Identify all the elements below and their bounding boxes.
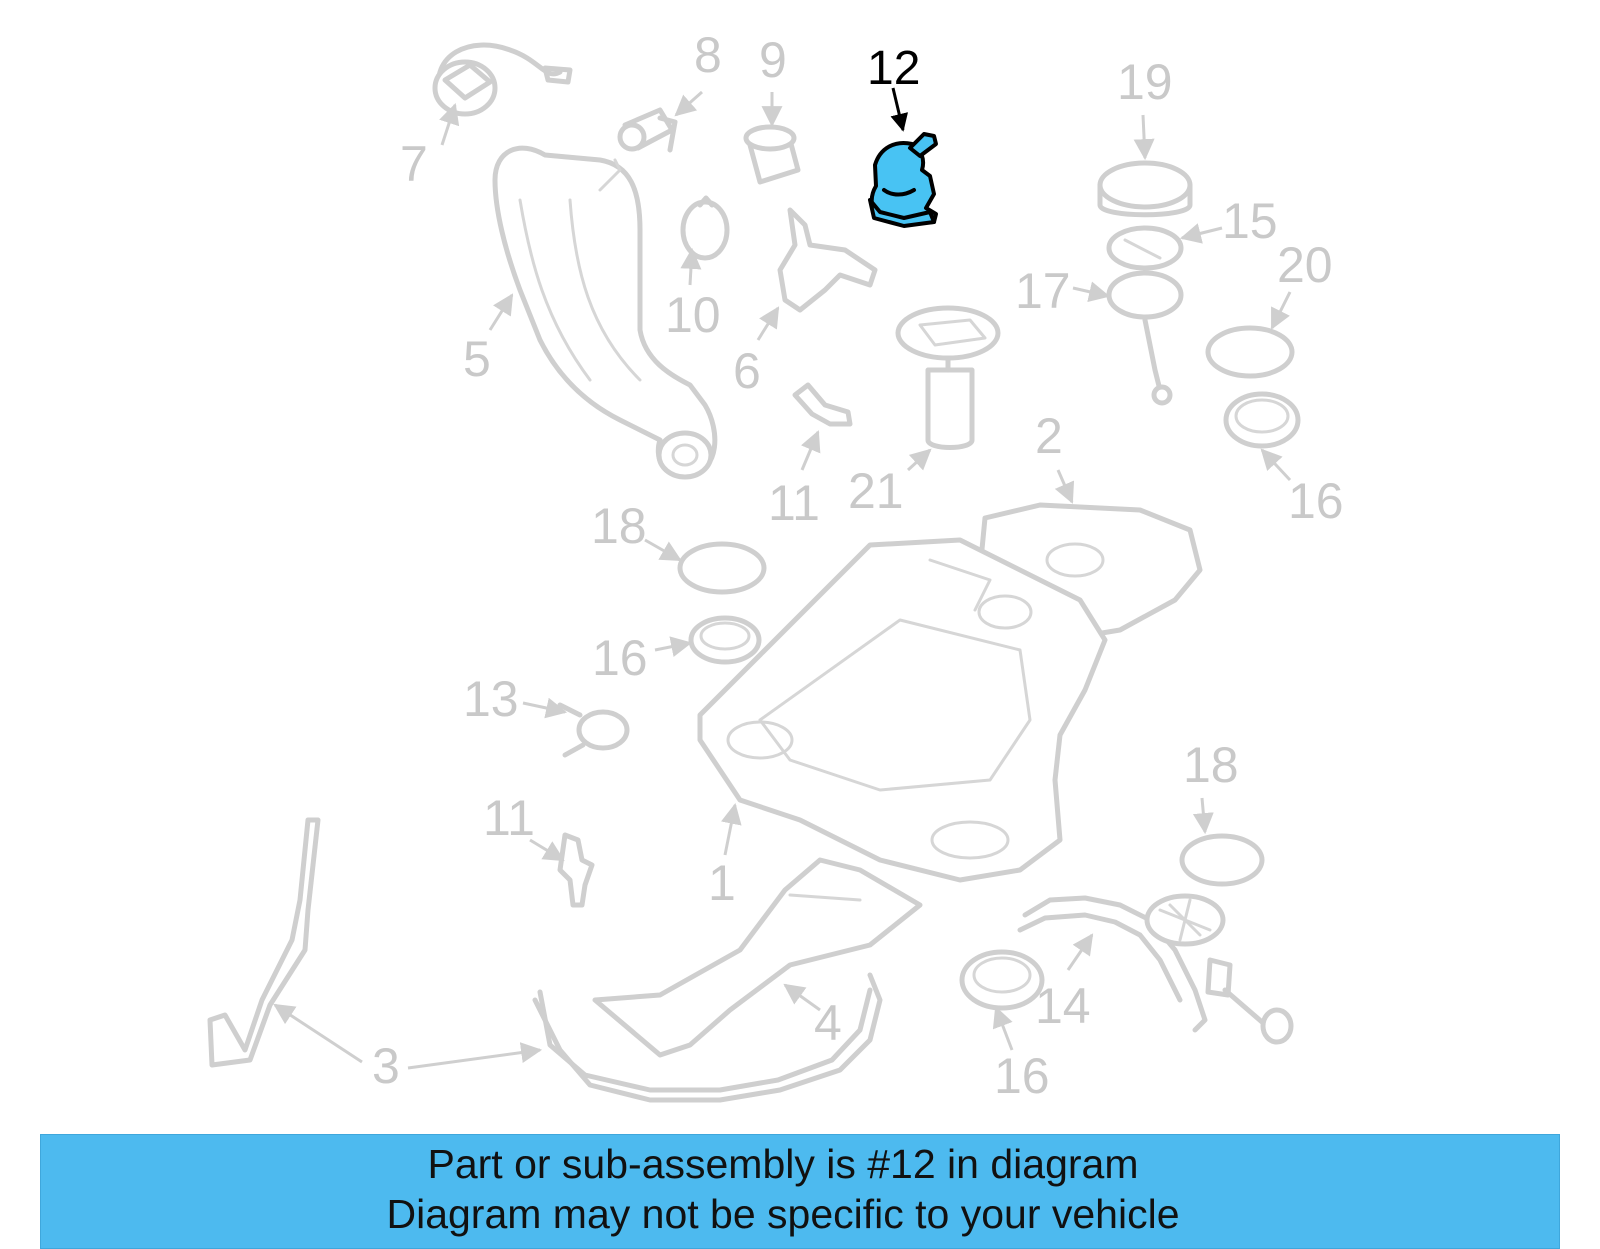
callout-16-bottom: 16 [994, 1048, 1050, 1104]
callout-11-lower: 11 [483, 790, 535, 846]
part-sensor-13 [557, 702, 630, 758]
callout-16-right: 16 [1288, 473, 1344, 529]
callout-19: 19 [1117, 54, 1173, 110]
callout-6: 6 [733, 343, 761, 399]
callout-14: 14 [1035, 978, 1091, 1034]
callout-10: 10 [665, 287, 721, 343]
part-grommet-10 [680, 195, 730, 261]
callout-20: 20 [1277, 237, 1333, 293]
part-ring-20 [1205, 325, 1295, 379]
part-12-highlighted [868, 132, 938, 228]
callout-13: 13 [463, 671, 519, 727]
banner-line-part-number: Part or sub-assembly is #12 in diagram [427, 1141, 1139, 1187]
leader-12 [890, 87, 909, 132]
part-valve-11-upper [792, 382, 853, 427]
callout-9: 9 [759, 32, 787, 88]
part-seal-15 [1106, 225, 1184, 271]
part-seal-16-bottom [959, 949, 1045, 1011]
part-seal-16-left [688, 615, 762, 665]
callout-8: 8 [694, 27, 722, 83]
part-ring-18-left [677, 541, 767, 595]
callout-21: 21 [848, 463, 904, 519]
part-filler-neck [492, 145, 718, 480]
callout-1: 1 [708, 855, 736, 911]
callout-2: 2 [1035, 408, 1063, 464]
callout-7: 7 [400, 136, 428, 192]
callout-12: 12 [867, 42, 920, 95]
callout-16-left: 16 [592, 630, 648, 686]
leader-lines [273, 87, 1292, 1070]
callout-18-right: 18 [1183, 737, 1239, 793]
callout-4: 4 [814, 995, 842, 1051]
part-ring-18-right [1179, 833, 1265, 887]
callout-17: 17 [1015, 263, 1071, 319]
callout-labels: 12 19 15 20 17 16 2 21 11 18 16 13 11 1 … [372, 27, 1344, 1104]
notice-banner: Part or sub-assembly is #12 in diagram D… [40, 1134, 1560, 1249]
part-lower-shield [592, 857, 923, 1058]
part-seal-16-right [1223, 391, 1301, 449]
part-fuel-tank [697, 502, 1203, 883]
part-lock-ring-19 [1097, 160, 1193, 218]
callout-5: 5 [463, 331, 491, 387]
part-heat-shield [777, 207, 878, 313]
part-valve-8 [617, 107, 678, 153]
callout-11-upper: 11 [768, 475, 820, 531]
part-pump-module-21 [895, 305, 1001, 450]
part-sender-17 [1106, 270, 1184, 406]
banner-line-disclaimer: Diagram may not be specific to your vehi… [386, 1191, 1180, 1237]
part-straps [207, 817, 883, 1103]
part-fuel-cap [432, 42, 573, 117]
callout-18-left: 18 [591, 498, 647, 554]
part-sender-14 [1017, 893, 1294, 1045]
part-valve-11-lower [557, 832, 595, 908]
part-cap-9 [743, 124, 801, 185]
callout-15: 15 [1222, 193, 1278, 249]
callout-3: 3 [372, 1038, 400, 1094]
